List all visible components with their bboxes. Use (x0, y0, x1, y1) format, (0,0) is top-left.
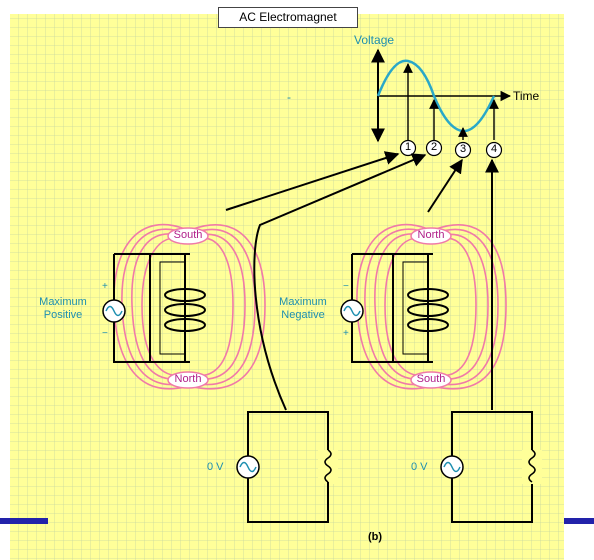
right-source-label-line1: Maximum (279, 296, 327, 308)
left-source-label-line2: Positive (43, 309, 83, 321)
left-electromagnet (102, 223, 266, 390)
sine-wave (376, 59, 496, 133)
left-bottom-pole-label: North (174, 373, 202, 385)
left-minus-sign: − (102, 328, 108, 339)
right-field-lines (356, 223, 507, 390)
left-top-pole-oval (167, 227, 209, 245)
minus-mark: - (287, 90, 291, 104)
bottom-right-voltage-label: 0 V (411, 461, 428, 473)
bottom-left-voltage-label: 0 V (207, 461, 224, 473)
left-source-label-line1: Maximum (39, 296, 87, 308)
time-axis-label: Time (513, 89, 540, 103)
right-nav-bar[interactable] (564, 518, 594, 524)
point-3-label: 3 (459, 143, 467, 155)
left-bottom-pole-oval (167, 371, 209, 389)
point-4-marker (485, 141, 503, 159)
right-bottom-pole-oval (410, 371, 452, 389)
left-nav-bar[interactable] (0, 518, 48, 524)
right-plus-sign: + (343, 328, 349, 339)
right-electromagnet (340, 223, 507, 390)
right-source-label-line2: Negative (281, 309, 325, 321)
left-coil (164, 288, 206, 332)
voltage-time-graph (371, 48, 512, 159)
left-plus-sign: + (102, 281, 108, 292)
point-1-label: 1 (404, 141, 412, 153)
connector-arrows (225, 151, 499, 411)
figure-caption: (b) (368, 531, 383, 543)
bottom-right-circuit (440, 411, 542, 523)
point-2-label: 2 (430, 141, 438, 153)
left-top-pole-label: South (173, 229, 203, 241)
point-2-marker (425, 139, 443, 157)
right-bottom-pole-label: South (416, 373, 446, 385)
bottom-left-circuit (236, 411, 338, 523)
page-title: AC Electromagnet (218, 7, 358, 28)
right-coil (407, 288, 449, 332)
point-1-marker (399, 139, 417, 157)
voltage-axis-label: Voltage (354, 33, 395, 47)
grid-background (10, 14, 564, 560)
point-4-label: 4 (490, 143, 498, 155)
right-top-pole-oval (410, 227, 452, 245)
point-3-marker (454, 141, 472, 159)
right-minus-sign: − (343, 281, 349, 292)
right-top-pole-label: North (417, 229, 445, 241)
